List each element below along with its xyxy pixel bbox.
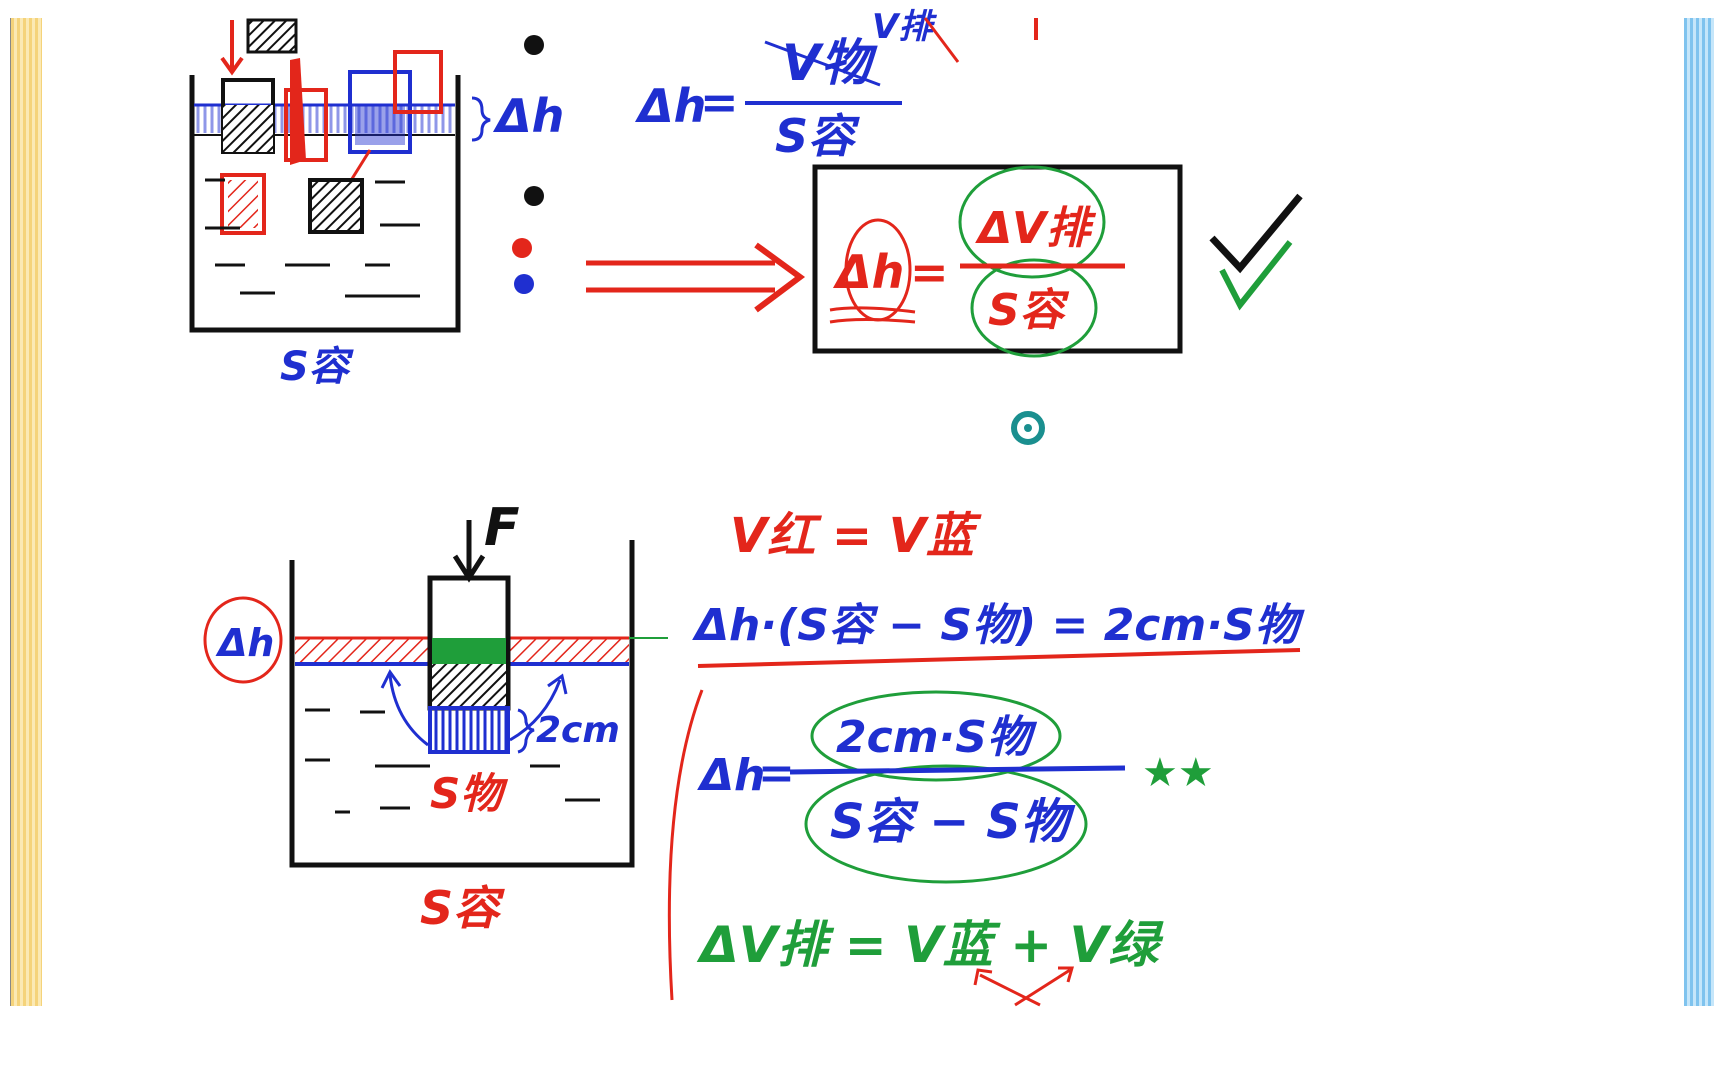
displaced-volume-formula: ΔV排 = V蓝 + V绿 [696,916,1164,974]
boxed-formula-denominator: S容 [988,285,1070,336]
check-mark-icon [1219,240,1293,311]
solution-lhs: Δh [697,750,765,801]
left-yellow-border [10,18,43,1006]
bottom-container-area-label: S容 [420,881,505,935]
top-formula-lhs: Δh [634,79,706,133]
volume-equality: V红 = V蓝 [730,508,982,564]
boxed-formula-equals: = [910,245,949,299]
cursor-icon [1011,411,1045,445]
top-formula-numerator: V物 [782,34,878,92]
volume-equation: Δh·(S容 − S物) = 2cm·S物 [692,600,1306,651]
force-label: F [484,498,520,558]
check-mark-icon [1209,193,1303,274]
right-blue-border [1684,18,1714,1006]
top-container-diagram [189,18,491,333]
top-formula-equals: = [700,75,739,129]
boxed-formula-lhs: Δh [832,245,904,299]
solution-numerator: 2cm·S物 [836,712,1038,763]
solution-denominator: S容 − S物 [830,794,1076,850]
bullet-dot [524,186,544,206]
top-formula-denominator: S容 [775,109,860,163]
bottom-dh-label: Δh [215,621,274,665]
importance-stars: ★★ [1142,750,1214,796]
object-area-label: S物 [430,769,508,818]
bullet-dot [514,274,534,294]
solution-equals: = [758,748,795,799]
top-dh-label: Δh [492,89,564,143]
bullet-dot [524,35,544,55]
bullet-dot [512,238,532,258]
depth-label: 2cm [536,710,620,751]
formula-box [586,164,1183,358]
top-container-area-label: S容 [280,344,354,390]
top-crossed-label: V排 [872,7,937,47]
bottom-container-diagram [203,520,668,868]
boxed-formula-numerator: ΔV排 [975,203,1097,254]
solution-formula [789,690,1126,884]
